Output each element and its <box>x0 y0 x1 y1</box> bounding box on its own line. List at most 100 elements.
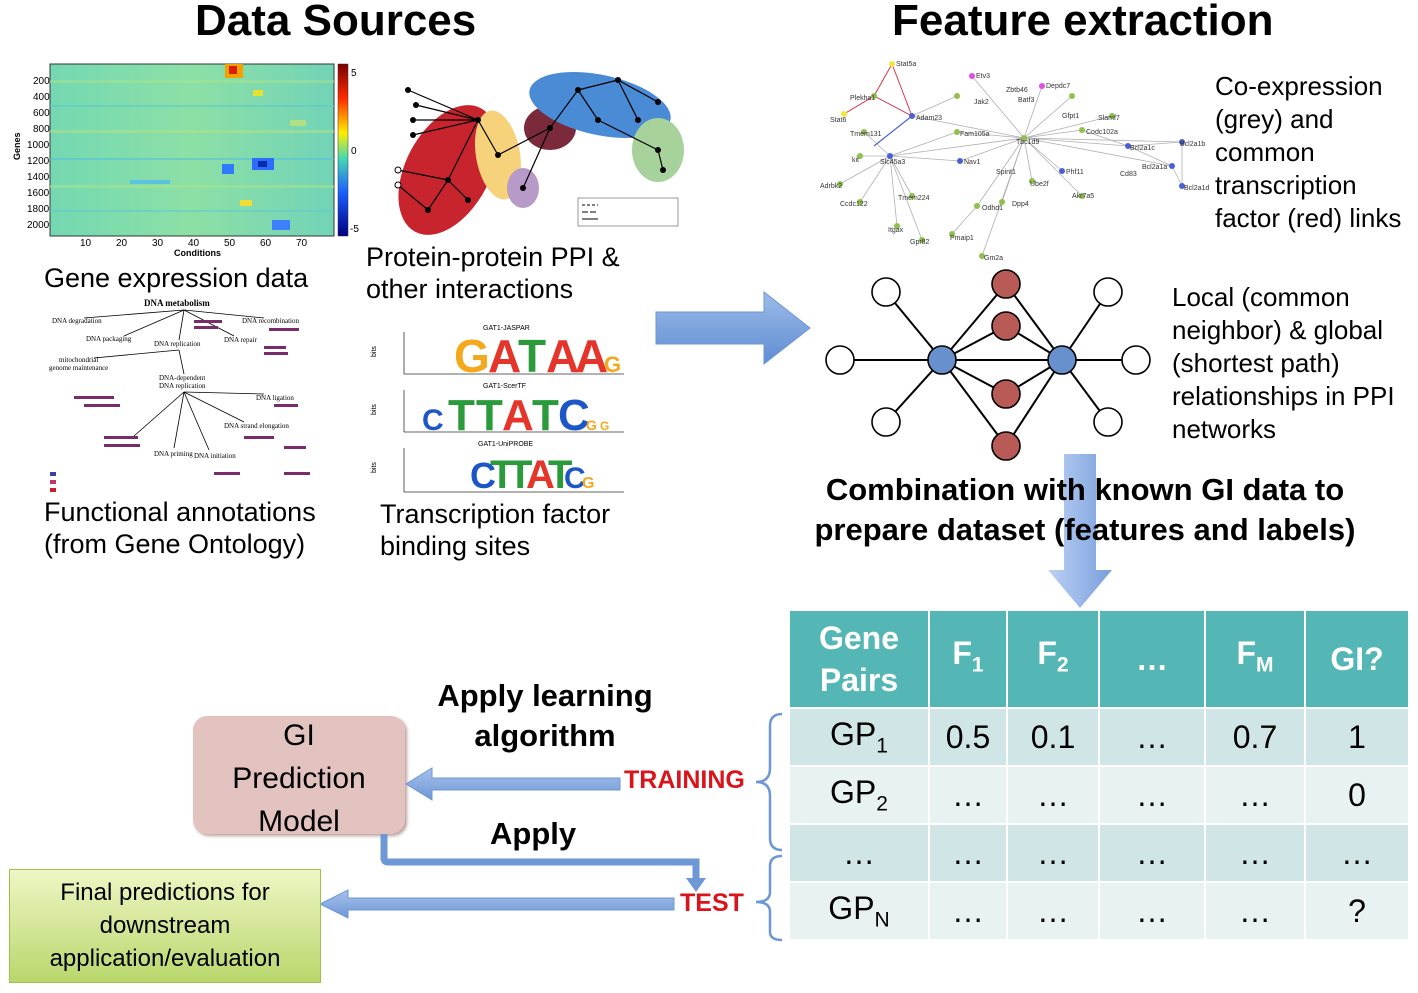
svg-text:40: 40 <box>188 238 200 249</box>
svg-text:400: 400 <box>33 92 50 103</box>
cell-value: … <box>1006 823 1100 883</box>
svg-text:Slc45a3: Slc45a3 <box>880 159 905 166</box>
svg-text:Conditions: Conditions <box>174 248 221 258</box>
cell-label: 1 <box>1304 707 1410 767</box>
svg-text:DNA replication: DNA replication <box>154 340 201 348</box>
svg-text:bits: bits <box>371 462 378 473</box>
svg-text:DNA ligation: DNA ligation <box>256 394 294 402</box>
svg-text:Stat5a: Stat5a <box>896 61 916 68</box>
svg-text:Fam105a: Fam105a <box>960 131 990 138</box>
svg-text:GAT1-JASPAR: GAT1-JASPAR <box>483 325 530 332</box>
header-f2: F2 <box>1006 609 1100 709</box>
svg-text:Genes: Genes <box>12 132 22 160</box>
svg-text:C: C <box>564 462 586 495</box>
svg-text:GAT1-UniPROBE: GAT1-UniPROBE <box>478 441 533 448</box>
cell-value: 0.7 <box>1204 707 1306 767</box>
svg-text:Adrbk2: Adrbk2 <box>820 183 842 190</box>
svg-text:20: 20 <box>116 238 128 249</box>
cell-value: … <box>1006 765 1100 825</box>
cell-value: … <box>1006 881 1100 941</box>
flow-arrows <box>380 762 780 922</box>
cell-label: ? <box>1304 881 1410 941</box>
cell-ellipsis: … <box>788 823 930 883</box>
cell-gp1-sub: 1 <box>876 734 888 758</box>
dataset-table: Gene Pairs F1 F2 … FM GI? GP1 0.5 0.1 … … <box>788 609 1410 941</box>
svg-text:T: T <box>508 453 532 497</box>
svg-text:30: 30 <box>152 238 164 249</box>
svg-text:DNA priming: DNA priming <box>154 450 193 458</box>
cell-value: … <box>928 881 1008 941</box>
apply-label: Apply <box>490 816 577 851</box>
svg-text:G: G <box>604 352 621 377</box>
table-header-row: Gene Pairs F1 F2 … FM GI? <box>788 609 1410 709</box>
svg-text:T: T <box>548 453 572 497</box>
network-line2: neighbor) & global <box>1172 315 1384 345</box>
svg-text:1400: 1400 <box>27 172 50 183</box>
network-line3: (shortest path) <box>1172 348 1340 378</box>
svg-text:800: 800 <box>33 124 50 135</box>
motif-logos-image: GAT1-JASPAR GAT1-ScerTF GAT1-UniPROBE bi… <box>368 322 630 498</box>
svg-text:Plekha1: Plekha1 <box>850 95 875 102</box>
svg-text:Adam23: Adam23 <box>916 115 942 122</box>
gene-expression-label: Gene expression data <box>44 263 309 293</box>
svg-text:Bcl2a1d: Bcl2a1d <box>1184 185 1209 192</box>
header-ellipsis: … <box>1098 609 1206 709</box>
cell-value: … <box>1204 823 1306 883</box>
svg-text:Phf11: Phf11 <box>1066 169 1084 176</box>
learning-line2: algorithm <box>474 718 616 753</box>
svg-text:Pmaip1: Pmaip1 <box>950 235 974 242</box>
svg-text:1000: 1000 <box>27 140 50 151</box>
svg-text:Tmem131: Tmem131 <box>850 131 882 138</box>
header-fm: FM <box>1204 609 1306 709</box>
local-global-network-diagram <box>820 264 1160 464</box>
cell-value: … <box>1204 881 1306 941</box>
svg-text:Bcl2a1b: Bcl2a1b <box>1180 141 1205 148</box>
svg-text:GAT1-ScerTF: GAT1-ScerTF <box>483 383 526 390</box>
svg-text:70: 70 <box>296 238 308 249</box>
cell-gp2: GP2 <box>788 765 930 825</box>
cell-value: 0.1 <box>1006 707 1100 767</box>
functional-label-line1: Functional annotations <box>44 497 316 527</box>
svg-text:50: 50 <box>224 238 236 249</box>
coexpression-description: Co-expression (grey) and common transcri… <box>1215 70 1401 235</box>
svg-text:DNA degradation: DNA degradation <box>52 317 102 325</box>
network-line4: relationships in PPI <box>1172 381 1395 411</box>
svg-text:DNA recombination: DNA recombination <box>242 317 299 325</box>
feature-extraction-heading: Feature extraction <box>892 0 1274 45</box>
cell-value: 0.5 <box>928 707 1008 767</box>
svg-text:Nav1: Nav1 <box>964 159 980 166</box>
svg-text:Gpr82: Gpr82 <box>910 239 930 246</box>
cell-value: … <box>928 823 1008 883</box>
cell-value: … <box>1098 765 1206 825</box>
svg-text:genome maintenance: genome maintenance <box>49 364 108 372</box>
combination-line2: prepare dataset (features and labels) <box>814 512 1356 547</box>
svg-text:DNA repair: DNA repair <box>224 336 258 344</box>
header-fm-sub: M <box>1256 653 1274 677</box>
model-line2: Prediction <box>232 762 366 795</box>
svg-text:C: C <box>470 455 496 496</box>
final-line3: application/evaluation <box>49 945 281 972</box>
svg-text:DNA-dependent: DNA-dependent <box>159 374 205 382</box>
svg-text:Tbc1d9: Tbc1d9 <box>1016 139 1039 146</box>
header-f1: F1 <box>928 609 1008 709</box>
svg-text:Zbtb46: Zbtb46 <box>1006 87 1028 94</box>
svg-text:T: T <box>532 391 559 440</box>
svg-text:Jak2: Jak2 <box>974 99 989 106</box>
cell-gpn-sub: N <box>874 908 890 932</box>
svg-text:T: T <box>518 330 546 382</box>
svg-text:Cd83: Cd83 <box>1120 171 1137 178</box>
svg-text:Spint1: Spint1 <box>996 169 1016 176</box>
cell-value: … <box>1098 881 1206 941</box>
svg-text:Tmem224: Tmem224 <box>898 195 930 202</box>
test-to-final-arrow <box>318 888 678 920</box>
svg-text:600: 600 <box>33 108 50 119</box>
svg-text:bits: bits <box>371 404 378 415</box>
svg-text:kit: kit <box>852 157 859 164</box>
svg-text:Bcl2a1a: Bcl2a1a <box>1142 164 1167 171</box>
combination-line1: Combination with known GI data to <box>825 472 1345 507</box>
data-sources-heading: Data Sources <box>195 0 477 45</box>
svg-text:C: C <box>422 404 444 437</box>
svg-text:Odhd1: Odhd1 <box>982 205 1003 212</box>
header-ellipsis-main: … <box>1136 641 1168 677</box>
svg-text:T: T <box>476 391 503 440</box>
